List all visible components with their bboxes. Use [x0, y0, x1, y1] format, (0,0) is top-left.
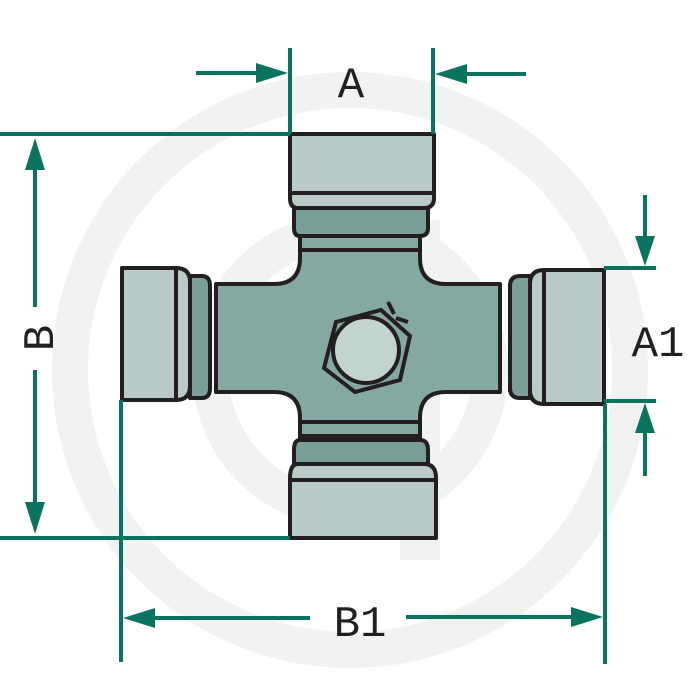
- hex-nut-icon: [321, 307, 413, 395]
- bearing-cup-left: [120, 266, 212, 402]
- arrow-left-icon: [435, 64, 467, 84]
- arrow-right-icon: [571, 607, 603, 627]
- dimension-label-a: A: [338, 61, 365, 111]
- nipple-cap: [331, 315, 401, 385]
- dimension-label-b1: B1: [334, 600, 387, 650]
- arrow-up-icon: [635, 403, 655, 433]
- arrow-up-icon: [25, 138, 45, 170]
- bearing-cup-right: [508, 268, 606, 406]
- arrow-left-icon: [123, 608, 155, 628]
- dimension-label-b: B: [17, 325, 67, 351]
- arrow-down-icon: [25, 502, 45, 534]
- bearing-cup-bottom: [288, 438, 438, 540]
- bearing-cup-top: [288, 132, 436, 238]
- dimension-lines: [0, 48, 656, 664]
- arrow-right-icon: [256, 63, 288, 83]
- grease-nipple: [321, 301, 413, 395]
- dimension-label-a1: A1: [632, 320, 685, 370]
- arrow-down-icon: [635, 236, 655, 266]
